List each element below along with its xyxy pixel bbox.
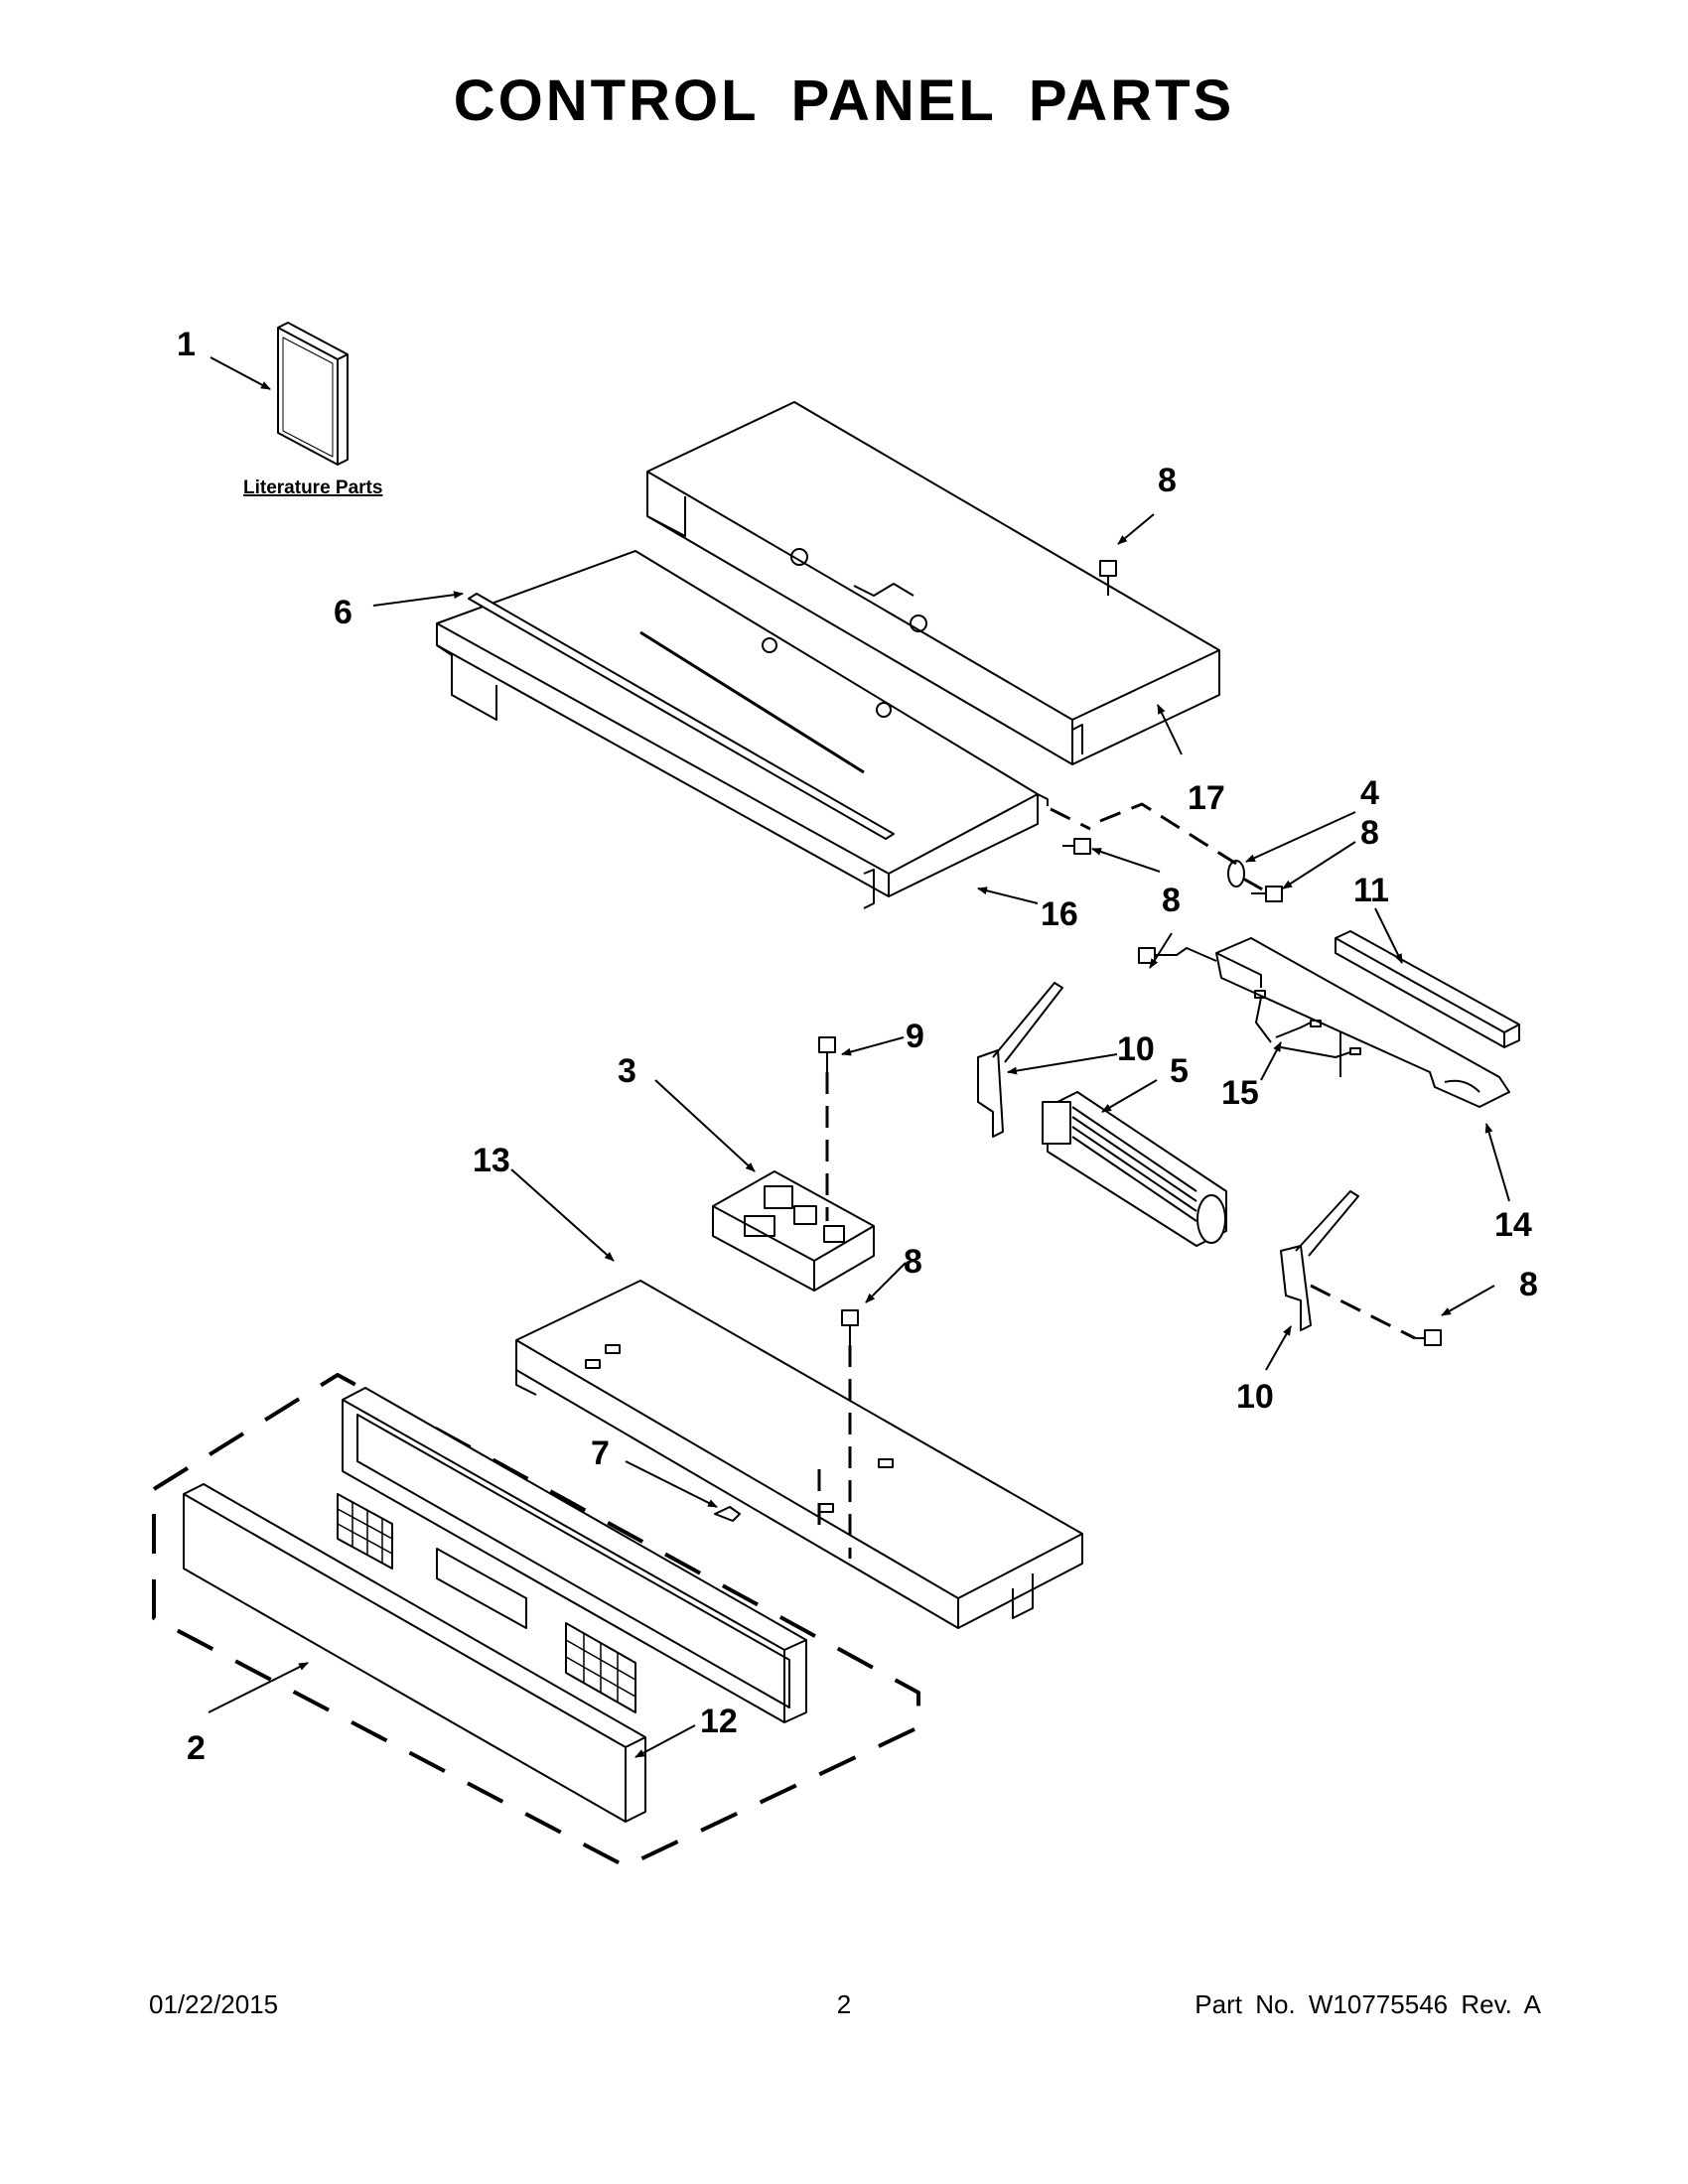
control-top-plate [436,550,1049,909]
callout-8: 8 [1158,462,1177,499]
callout-2: 2 [187,1729,206,1767]
assembly-lines [817,802,1416,1559]
callout-8: 8 [1360,814,1379,852]
callout-leaders [208,356,1510,1758]
screw-top-plate [1062,838,1091,855]
callout-15: 15 [1221,1074,1259,1112]
callout-4: 4 [1360,774,1379,812]
callout-5: 5 [1170,1052,1189,1090]
washer-4 [1227,860,1245,887]
keypad-right [565,1622,636,1713]
cooling-fan [1042,1091,1227,1247]
callout-13: 13 [473,1142,510,1179]
keypad-left [337,1493,393,1570]
screw-top-cover [1099,560,1117,596]
callout-8: 8 [1519,1266,1538,1303]
screw-bracket [1251,886,1283,902]
front-glass-panel [183,1483,646,1823]
page-title: CONTROL PANEL PARTS [453,68,1235,133]
screw-lower-bracket [1415,1329,1442,1346]
callout-8: 8 [904,1243,922,1281]
clip-7 [714,1506,741,1522]
callout-14: 14 [1494,1206,1532,1244]
footer-page-number: 2 [836,1989,852,2019]
callout-11: 11 [1353,872,1389,909]
callout-numbers: 1 8 6 17 4 8 16 8 11 9 10 5 3 15 13 8 14… [177,326,1538,1767]
side-bracket [1215,937,1510,1108]
fan-mount-bracket-upper [977,982,1063,1138]
control-board [712,1170,875,1292]
callout-12: 12 [700,1703,738,1740]
callout-16: 16 [1041,895,1078,933]
screw-board [841,1309,859,1345]
screw-9 [818,1036,836,1072]
wire-harness [1254,990,1361,1058]
callout-17: 17 [1188,779,1225,817]
top-cover-panel [646,401,1220,765]
footer-part-number: Part No. W10775546 Rev. A [1195,1989,1541,2019]
callout-10: 10 [1117,1030,1155,1068]
console-frame [342,1387,807,1723]
literature-booklet [277,322,349,466]
footer-date: 01/22/2015 [149,1989,279,2019]
callout-8: 8 [1162,882,1181,919]
callout-9: 9 [906,1018,924,1055]
fan-mount-bracket-lower [1280,1190,1359,1331]
screw-side-bracket [1138,947,1217,964]
callout-6: 6 [334,594,352,631]
callout-7: 7 [591,1434,610,1472]
callout-3: 3 [618,1052,636,1090]
display-window [436,1548,527,1629]
callout-1: 1 [177,326,196,363]
literature-parts-label: Literature Parts [243,478,382,498]
insulation-strip [1335,930,1520,1048]
callout-10: 10 [1236,1378,1274,1416]
